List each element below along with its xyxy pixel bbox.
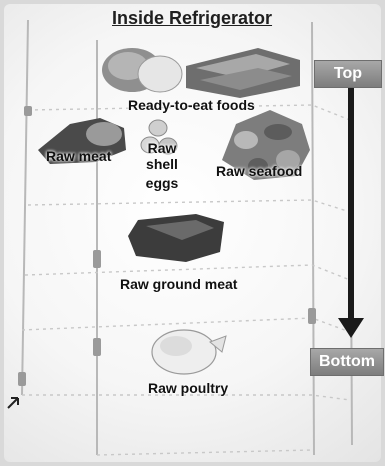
label-raw-shell-eggs-line2: eggs xyxy=(134,175,190,191)
label-ready-to-eat-foods: Ready-to-eat foods xyxy=(128,97,255,113)
raw-poultry-image xyxy=(152,330,226,374)
diagram-title: Inside Refrigerator xyxy=(112,8,282,29)
label-raw-poultry: Raw poultry xyxy=(148,380,228,396)
label-raw-ground-meat: Raw ground meat xyxy=(120,276,237,292)
label-raw-meat: Raw meat xyxy=(46,148,111,164)
corner-arrow-icon xyxy=(8,398,18,408)
label-raw-shell-eggs-line1: Raw shell xyxy=(134,140,190,172)
label-raw-shell-eggs: Raw shell eggs xyxy=(134,140,190,191)
label-raw-seafood: Raw seafood xyxy=(216,163,302,179)
raw-ground-meat-image xyxy=(128,214,224,262)
ready-to-eat-foods-image xyxy=(102,48,300,98)
top-badge: Top xyxy=(314,60,382,88)
bottom-badge: Bottom xyxy=(310,348,384,376)
top-to-bottom-arrow xyxy=(338,86,364,338)
